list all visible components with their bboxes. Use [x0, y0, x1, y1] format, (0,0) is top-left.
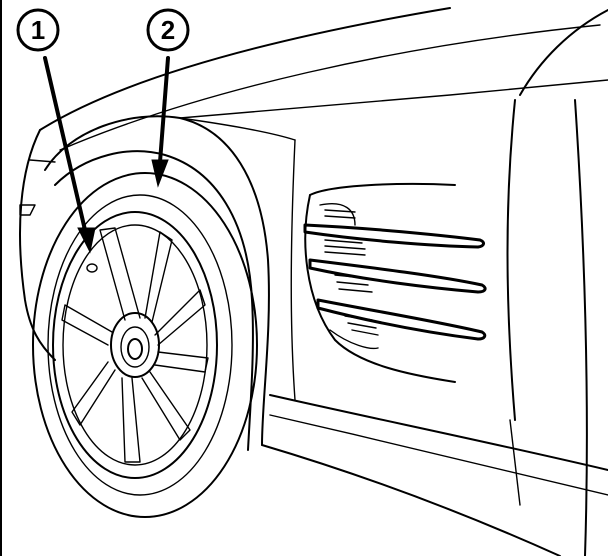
spoke-left-lower	[71, 361, 116, 426]
spokes	[61, 227, 209, 463]
vent-inner-top	[319, 203, 356, 226]
hub-ring	[120, 326, 150, 368]
wheel-arch	[44, 115, 270, 451]
callout-2: 2	[146, 8, 190, 52]
vent-inner-bottom	[329, 329, 379, 350]
rocker-upper	[269, 394, 608, 471]
valve-stem	[86, 263, 98, 273]
door-edge	[574, 99, 588, 556]
fender-crease	[179, 117, 296, 141]
spoke-left	[61, 304, 113, 346]
wheel-rim	[52, 211, 218, 479]
fender-vent	[303, 182, 487, 383]
rocker-lower	[261, 444, 561, 556]
tire-outer	[32, 172, 258, 518]
callout-1-leader	[43, 56, 96, 254]
callout-1: 1	[16, 8, 60, 52]
car-body	[19, 7, 608, 556]
tire	[32, 172, 258, 518]
spoke-right-lower	[141, 371, 191, 441]
callout-2-circle	[146, 8, 190, 52]
arch-outer	[44, 115, 270, 446]
fender-top-line	[179, 79, 608, 119]
spoke-top-right	[144, 231, 173, 323]
arch-inner	[54, 150, 254, 451]
bumper-detail	[19, 204, 36, 216]
vent-slat-2	[308, 258, 487, 294]
fender-panel-edge	[290, 139, 296, 401]
hood-crease	[59, 24, 601, 151]
spoke-right-upper	[154, 289, 206, 346]
spoke-bottom	[121, 377, 141, 463]
front-bumper	[19, 129, 56, 361]
windshield-edge	[519, 9, 608, 96]
rim-outer	[52, 211, 218, 479]
callout-2-label: 2	[161, 15, 175, 45]
tire-inner	[47, 194, 233, 496]
vent-slat-3	[316, 298, 487, 341]
callout-1-label: 1	[31, 15, 45, 45]
door-gap	[506, 99, 516, 421]
door-bottom-line	[509, 419, 521, 506]
callout-2-leader	[151, 56, 170, 188]
callout-1-circle	[16, 8, 60, 52]
vent-hatching	[324, 209, 379, 336]
spoke-right	[154, 351, 209, 373]
vent-outline	[304, 194, 456, 383]
hood-line	[39, 7, 451, 131]
hub-outer	[110, 312, 160, 378]
spoke-top-left	[99, 227, 141, 321]
vent-top-edge	[309, 182, 456, 196]
center-cap	[127, 338, 143, 360]
vent-slat-1	[303, 223, 485, 249]
rocker-crease	[269, 414, 608, 496]
rim-lip	[62, 224, 208, 466]
